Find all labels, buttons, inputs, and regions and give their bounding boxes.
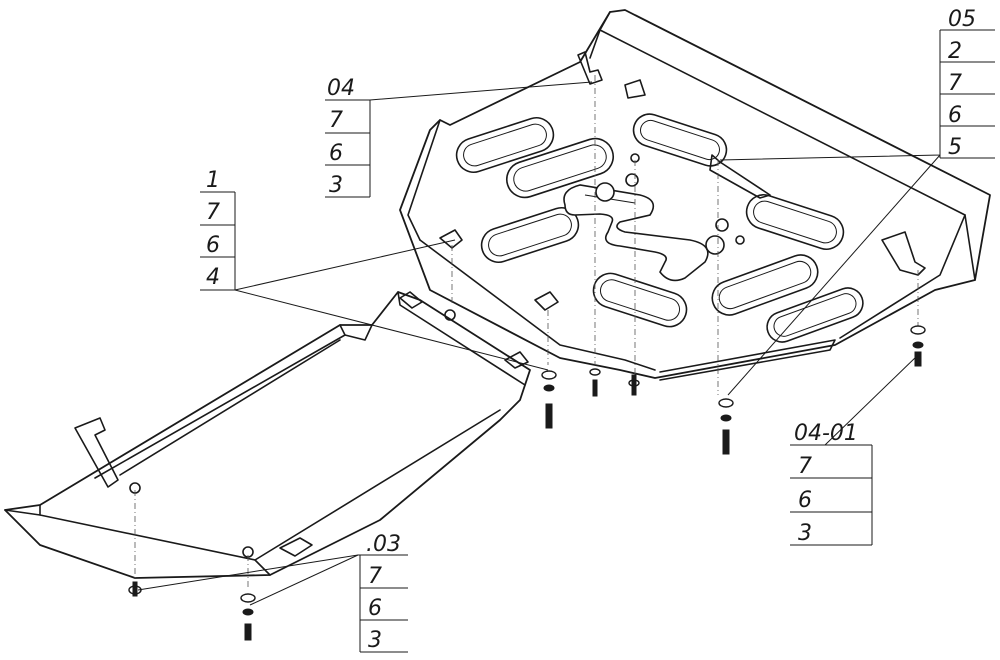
callout-05-item: 5: [948, 135, 962, 160]
callout-03-item: 7: [368, 564, 382, 589]
callout-04: 04 7 6 3: [325, 76, 371, 198]
washer-stack: [910, 325, 926, 367]
callout-1-code: 1: [206, 168, 220, 193]
callout-04-code: 04: [327, 76, 355, 101]
plate-center-channel: [563, 184, 709, 282]
callout-1-item: 4: [206, 265, 220, 290]
washer-stack: [541, 370, 557, 429]
callout-03-item: 3: [368, 628, 382, 653]
callout-04-item: 3: [329, 173, 343, 198]
washer-stack: [240, 593, 256, 641]
plate-vent-slots: [455, 113, 864, 343]
main-skid-plate: [399, 9, 991, 381]
axis-lines: [134, 75, 919, 590]
callout-04-01-item: 7: [798, 454, 812, 479]
bolt: [589, 368, 601, 397]
callout-03: .03 7 6 3: [359, 532, 408, 653]
front-skid-plate: [4, 291, 531, 579]
callout-1-item: 6: [206, 233, 220, 258]
callout-04-01-code: 04-01: [794, 421, 858, 446]
callout-04-01-item: 3: [798, 521, 812, 546]
callout-05: 05 2 7 6 5: [939, 7, 995, 160]
callout-05-item: 7: [948, 71, 962, 96]
callout-04-01-item: 6: [798, 488, 812, 513]
callout-05-item: 6: [948, 103, 962, 128]
main-plate-brackets: [439, 51, 926, 311]
callout-04-item: 7: [329, 108, 343, 133]
callout-03-item: 6: [368, 596, 382, 621]
callout-05-code: 05: [948, 7, 976, 32]
callout-03-code: .03: [366, 532, 401, 557]
fasteners: [128, 325, 926, 641]
callout-04-item: 6: [329, 141, 343, 166]
callout-1-item: 7: [206, 200, 220, 225]
washer-stack: [718, 398, 734, 455]
bolt: [128, 581, 142, 597]
callout-05-item: 2: [948, 39, 962, 64]
callout-04-01: 04-01 7 6 3: [790, 421, 873, 546]
bolt: [628, 374, 640, 396]
callout-1: 1 7 6 4: [200, 168, 236, 291]
